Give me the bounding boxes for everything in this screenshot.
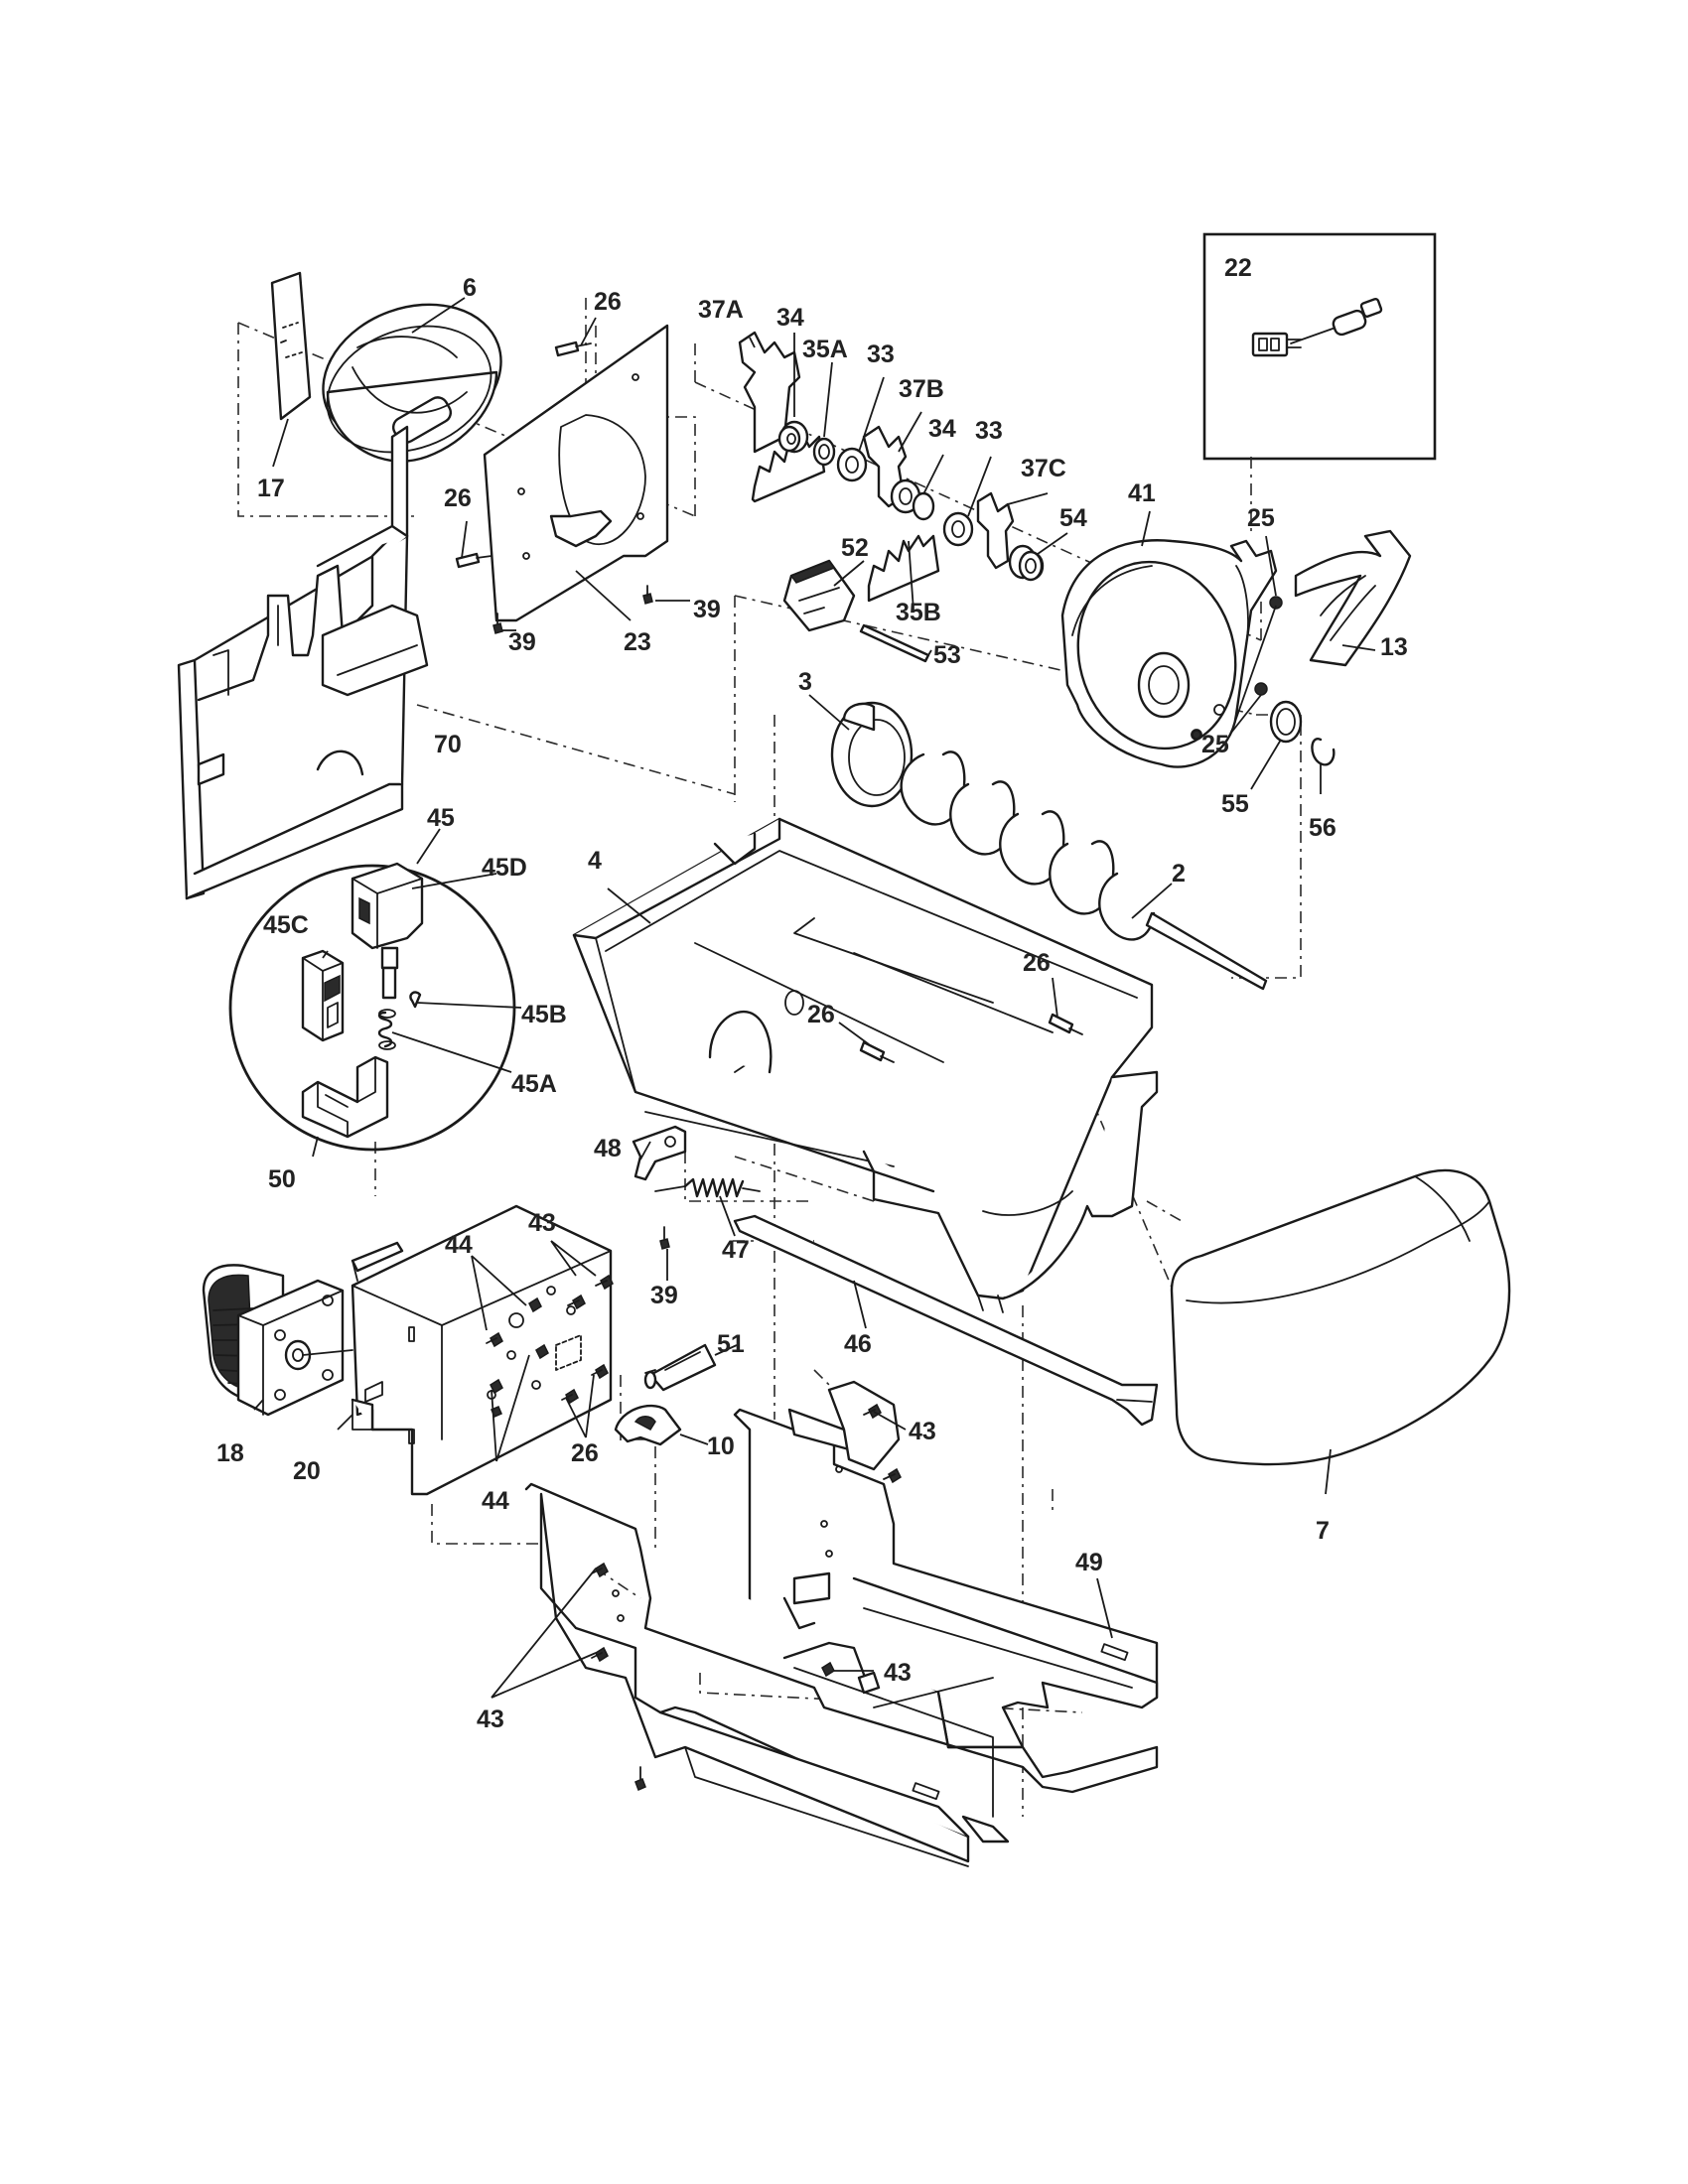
callout-34: 34	[776, 304, 804, 332]
callout-52: 52	[841, 534, 869, 562]
callout-37B: 37B	[899, 375, 944, 403]
callout-33: 33	[867, 341, 895, 368]
part-17-strip	[270, 271, 312, 421]
callout-13: 13	[1380, 633, 1408, 661]
part-4-ice-bin	[572, 817, 1159, 1313]
part-47-spring	[654, 1177, 761, 1198]
callout-7: 7	[1316, 1517, 1330, 1545]
callout-37A: 37A	[698, 296, 744, 324]
callout-47: 47	[722, 1236, 750, 1264]
callout-41: 41	[1128, 479, 1156, 507]
inset-box-part-22	[1202, 232, 1437, 461]
callout-2: 2	[1172, 860, 1186, 887]
callout-45B: 45B	[521, 1001, 567, 1028]
screws-mid	[859, 1013, 1083, 1063]
part-56-clip	[1311, 738, 1336, 766]
part-52-actuator	[782, 559, 930, 663]
paddles-and-bushings	[738, 331, 1045, 603]
callout-39: 39	[650, 1282, 678, 1309]
callout-26: 26	[444, 484, 472, 512]
part-41-cover	[1060, 539, 1278, 768]
part-3-ring	[830, 701, 914, 808]
part-2-auger	[900, 751, 1268, 991]
callout-46: 46	[844, 1330, 872, 1358]
callout-6: 6	[463, 274, 477, 302]
part-13-clip	[1294, 529, 1412, 667]
callout-48: 48	[594, 1135, 622, 1162]
callout-26: 26	[1023, 949, 1051, 977]
part-20-housing	[351, 1204, 613, 1496]
callout-54: 54	[1059, 504, 1087, 532]
part-70-housing	[177, 425, 429, 900]
callout-20: 20	[293, 1457, 321, 1485]
callout-17: 17	[257, 475, 285, 502]
callout-53: 53	[933, 641, 961, 669]
callout-43: 43	[884, 1659, 912, 1687]
part-46-rod	[733, 1214, 1159, 1427]
callout-23: 23	[624, 628, 651, 656]
part-10-latch	[614, 1404, 682, 1446]
callout-43: 43	[477, 1706, 504, 1733]
leader-lines	[253, 297, 1376, 1699]
callout-45A: 45A	[511, 1070, 557, 1098]
part-48-bracket	[632, 1125, 687, 1181]
callout-44: 44	[482, 1487, 509, 1515]
part-6-auger-drum	[322, 303, 502, 463]
callout-45D: 45D	[482, 854, 527, 882]
callout-35B: 35B	[896, 599, 941, 626]
part-54-bushing	[1008, 544, 1044, 582]
callout-55: 55	[1221, 790, 1249, 818]
callout-44: 44	[445, 1231, 473, 1259]
part-51-pin	[643, 1343, 717, 1392]
callout-25: 25	[1201, 731, 1229, 758]
callout-37C: 37C	[1021, 455, 1066, 482]
callout-45: 45	[427, 804, 455, 832]
part-18-motor	[202, 1264, 353, 1417]
callout-56: 56	[1309, 814, 1336, 842]
callout-43: 43	[528, 1209, 556, 1237]
callout-45C: 45C	[263, 911, 309, 939]
part-49-frame	[524, 1380, 1159, 1867]
screws-gearbox	[486, 1274, 614, 1418]
callout-70: 70	[434, 731, 462, 758]
callout-33: 33	[975, 417, 1003, 445]
part-45-solenoid-assembly	[228, 862, 516, 1152]
callout-39: 39	[508, 628, 536, 656]
callout-25: 25	[1247, 504, 1275, 532]
callout-49: 49	[1075, 1549, 1103, 1576]
callout-51: 51	[717, 1330, 745, 1358]
callout-labels: 22 6 26 37A 34 35A 33 37B 34 33 37C 17 2…	[216, 254, 1408, 1733]
callout-18: 18	[216, 1439, 244, 1467]
callout-26: 26	[571, 1439, 599, 1467]
part-7-front-cover	[1170, 1168, 1511, 1466]
part-55-washer	[1269, 700, 1303, 744]
callout-4: 4	[588, 847, 602, 875]
part-39-screw	[659, 1226, 670, 1250]
screws-top	[455, 341, 1283, 740]
callout-50: 50	[268, 1165, 296, 1193]
callout-22: 22	[1224, 254, 1252, 282]
callout-35A: 35A	[802, 336, 848, 363]
callout-34: 34	[928, 415, 956, 443]
callout-39: 39	[693, 596, 721, 623]
callout-43: 43	[909, 1418, 936, 1445]
callout-26: 26	[594, 288, 622, 316]
callout-26: 26	[807, 1001, 835, 1028]
part-23-mounting-plate	[483, 324, 669, 622]
callout-10: 10	[707, 1433, 735, 1460]
callout-3: 3	[798, 668, 812, 696]
